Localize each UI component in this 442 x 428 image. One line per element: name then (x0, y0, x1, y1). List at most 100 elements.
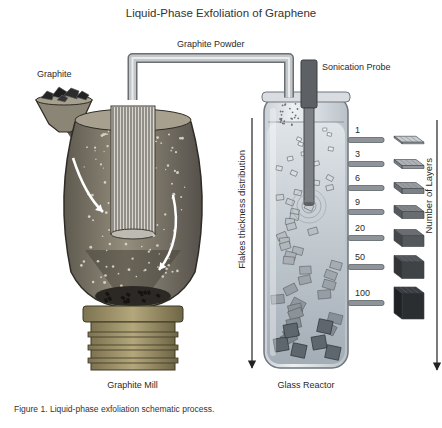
flake-icons (394, 136, 424, 319)
glass-reactor-shape-part (283, 120, 285, 122)
glass-reactor-shape-part (297, 108, 299, 110)
glass-reactor-shape-part (291, 124, 293, 126)
flake-side (394, 183, 402, 194)
flake-front (402, 236, 424, 247)
graphite-mill-shape-part (88, 332, 178, 337)
layer-count: 100 (355, 288, 370, 299)
sonication-probe-shape-part (302, 199, 316, 213)
glass-reactor-shape-part (290, 117, 292, 119)
graphite-mill-shape-part (88, 215, 91, 218)
graphite-mill: Graphite Mill (55, 100, 210, 372)
graphite-mill-shape-part (106, 133, 108, 135)
graphite-mill-shape-part (112, 265, 114, 267)
flake-grid (411, 287, 419, 293)
graphite-mill-shape-part (159, 262, 166, 270)
graphite-mill-shape-part (88, 358, 178, 363)
graphite-mill-shape-part (125, 243, 128, 246)
node-label: Graphite Mill (55, 380, 210, 391)
glass-reactor-shape-part (317, 319, 333, 335)
graphite-mill-shape-part (112, 107, 113, 233)
graphite-mill-shape-part (168, 258, 169, 259)
graphite-mill-shape-part (143, 290, 148, 295)
glass-reactor-shape-part (285, 103, 287, 105)
glass-reactor-shape-part (291, 118, 293, 120)
graphite-mill-shape-part (123, 300, 128, 305)
thickness-arrow (251, 118, 252, 368)
graphite-mill-shape-part (165, 272, 167, 274)
glass-reactor-shape-part (323, 128, 327, 131)
graphite-mill-shape-part (118, 107, 119, 233)
glass-reactor-shape-part (264, 96, 348, 368)
graphite-hopper-shape-part (76, 91, 89, 100)
graphite-mill-shape-part (108, 229, 110, 231)
graphite-mill-shape-part (164, 213, 166, 215)
graphite-mill-shape-part (184, 187, 185, 188)
graphite-mill-shape-part (102, 236, 104, 238)
flake-side (394, 287, 402, 319)
flake-grid (411, 230, 419, 236)
flake-side (394, 230, 402, 247)
graphite-mill-shape-part (103, 281, 106, 284)
glass-reactor-shape-part (324, 269, 338, 280)
graphite-mill-shape-part (160, 142, 162, 144)
glass-reactor-shape-part (291, 124, 293, 126)
graphite-mill-shape-part (84, 166, 85, 167)
graphite-mill-shape-part (168, 133, 170, 135)
graphite-mill-shape-part (128, 268, 131, 271)
graphite-mill-shape-part (104, 274, 107, 277)
glass-reactor-shape-part (327, 132, 332, 136)
diagram-title: Liquid-Phase Exfoliation of Graphene (0, 6, 442, 20)
sonication-probe-shape-part (292, 189, 326, 223)
graphite-mill-shape-part (106, 250, 108, 252)
graphite-mill-shape-part (147, 290, 151, 295)
sonication-probe-shape-part (304, 202, 314, 206)
glass-reactor-shape-part (298, 142, 304, 147)
glass-reactor-shape-part (294, 117, 296, 119)
graphite-mill-shape-part (148, 262, 150, 264)
flake-grid (411, 183, 419, 189)
graphite-mill-shape-part (171, 147, 173, 149)
glass-reactor-shape-part (318, 290, 331, 300)
graphite-mill-shape-part (108, 296, 113, 301)
graphite-mill-shape-part (152, 234, 155, 237)
graphite-mill-shape-part (157, 266, 159, 268)
graphite-mill-shape-part (95, 286, 171, 306)
graphite-mill-shape-part (151, 107, 152, 233)
outlet-rod (348, 236, 384, 241)
glass-reactor-shape-part (280, 121, 282, 123)
layers-arrow (436, 120, 437, 370)
flake-side (394, 160, 402, 169)
glass-reactor-shape-part (279, 118, 281, 120)
graphite-mill-shape-part (86, 146, 88, 148)
graphite-mill-shape-part (100, 163, 102, 165)
glass-reactor-shape-part (328, 147, 333, 151)
layer-count: 9 (355, 197, 360, 208)
layer-count: 20 (355, 223, 365, 234)
glass-reactor-shape-part (289, 108, 291, 110)
graphite-mill-shape-part (162, 275, 164, 277)
graphite-mill-shape-part (156, 136, 159, 139)
graphite-mill-shape-part (80, 264, 83, 267)
glass-reactor-shape-part (311, 335, 327, 350)
glass-reactor-shape-part (276, 194, 284, 200)
flake-grid (411, 206, 419, 212)
sonication-probe-shape-part (297, 194, 321, 218)
graphite-mill-shape-part (136, 107, 137, 233)
graphite-mill-shape-part (94, 150, 95, 151)
layer-count: 3 (355, 149, 360, 160)
graphite-mill-shape-part (121, 107, 122, 233)
glass-reactor-shape-part (282, 123, 284, 125)
graphite-mill-shape-part (176, 270, 179, 273)
graphite-mill-shape-part (144, 269, 146, 271)
glass-reactor-shape-part (326, 184, 334, 190)
graphite-mill-shape-part (73, 158, 103, 212)
layer-count: 6 (355, 173, 360, 184)
graphite-mill-shape-part (165, 169, 166, 170)
graphite-mill-shape-part (111, 106, 155, 234)
graphite-mill-shape-part (171, 271, 173, 273)
graphite-mill-shape-part (109, 243, 112, 246)
graphite-mill-shape-part (156, 244, 159, 247)
graphite-mill-shape-part (101, 134, 104, 137)
